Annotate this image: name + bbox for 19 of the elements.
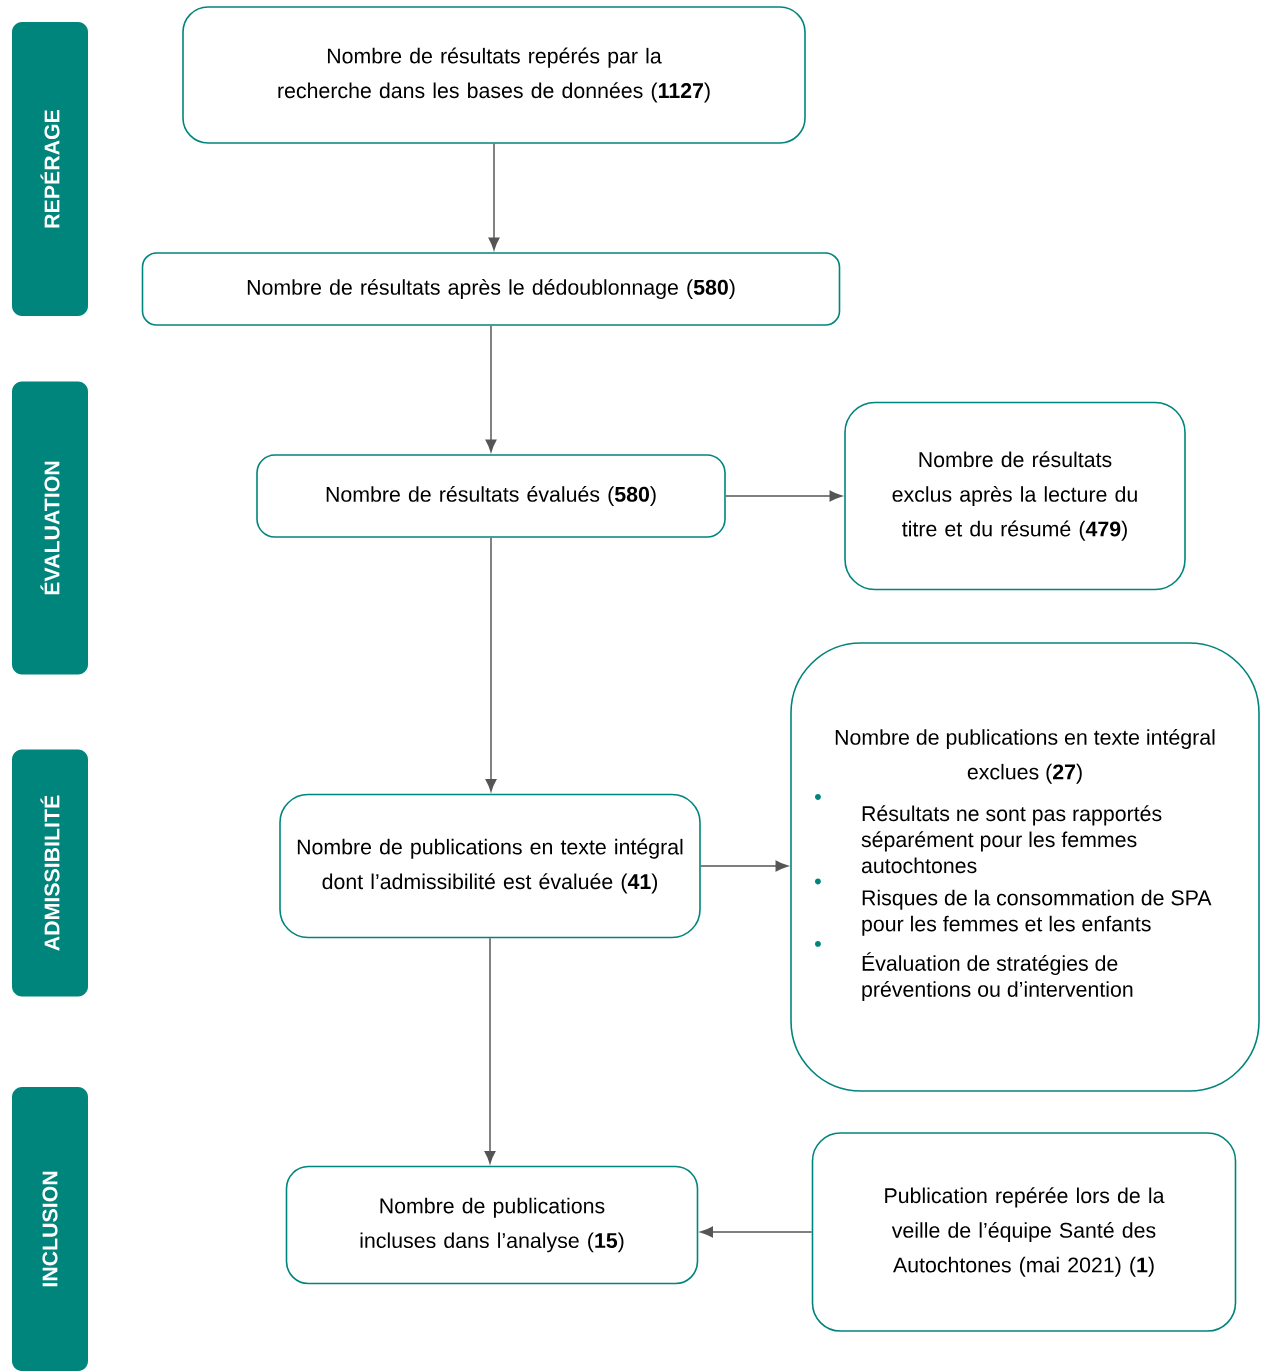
arrow xyxy=(485,537,497,792)
process-box: Nombre de publications incluses dans l’analyse (15) xyxy=(285,1165,699,1285)
process-box: Nombre de résultats repérés par la recherche dans les bases de données (1127) xyxy=(182,6,806,144)
stage-band: ÉVALUATION xyxy=(12,381,88,675)
arrow xyxy=(725,490,843,502)
process-box: Nombre de résultats après le dédoublonnage (580) xyxy=(141,252,841,326)
arrow xyxy=(488,143,500,251)
stage-band: INCLUSION xyxy=(12,1087,88,1371)
process-box: Nombre de publications en texte intégral dont l’admissibilité est évaluée (41) xyxy=(279,793,701,939)
arrow xyxy=(485,325,497,453)
arrow xyxy=(700,860,789,872)
stage-band: ADMISSIBILITÉ xyxy=(12,749,88,997)
arrow xyxy=(484,937,496,1164)
exclusion-box: Nombre de publications en texte intégral exclues (27) Résultats ne sont pas rapportés séparément pour les femmes autochtones Risques de la consommation de SPA pour les femmes et les enfants Évaluation de stratégies de préventions ou d’intervention xyxy=(790,642,1260,1092)
process-box: Nombre de résultats exclus après la lecture du titre et du résumé (479) xyxy=(844,401,1186,591)
arrow xyxy=(700,1226,813,1238)
process-box: Publication repérée lors de la veille de l’équipe Santé des Autochtones (mai 2021) (1) xyxy=(811,1132,1237,1332)
stage-band: REPÉRAGE xyxy=(12,22,88,316)
process-box: Nombre de résultats évalués (580) xyxy=(256,454,726,538)
